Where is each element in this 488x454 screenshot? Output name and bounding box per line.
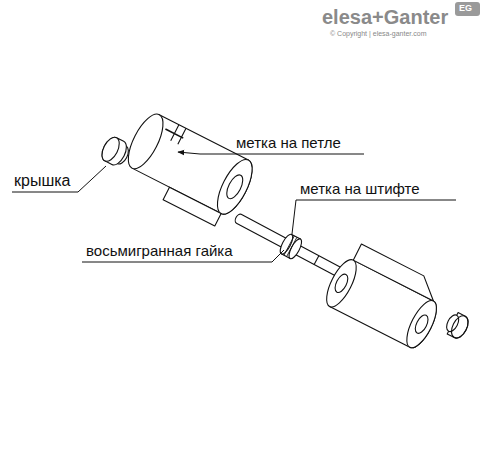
hinge-left: [115, 109, 259, 231]
leader-line: [292, 200, 456, 234]
logo-badge-text: EG: [459, 3, 472, 13]
part-label: восьмигранная гайка: [86, 242, 233, 259]
hinge-right: [321, 240, 451, 352]
leader-line: [178, 152, 364, 154]
part-label: метка на петле: [236, 134, 341, 151]
leader-line: [12, 166, 106, 192]
part-label: крышка: [14, 172, 70, 190]
cap-right: [443, 310, 472, 340]
logo-badge: [455, 2, 480, 16]
cap-left: [99, 135, 133, 170]
brand-logo: elesa+Ganter: [322, 6, 448, 29]
copyright-note: © Copyright | elesa-ganter.com: [330, 30, 426, 38]
part-label: метка на штифте: [300, 180, 420, 197]
